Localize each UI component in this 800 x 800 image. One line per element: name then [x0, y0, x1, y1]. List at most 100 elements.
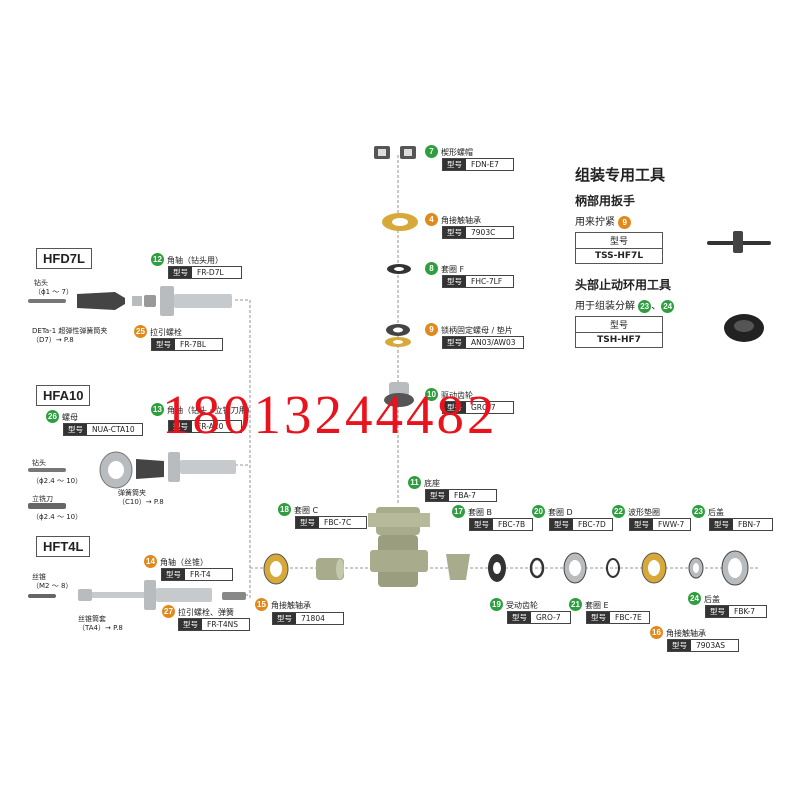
part-14-badge: 14: [144, 555, 157, 568]
endmill-range: （ϕ2.4 ～ 10）: [32, 513, 83, 521]
drive-gear-image: [384, 382, 414, 407]
part-22-label: 波形垫圈: [628, 508, 660, 517]
angle-shaft-t4-image: [144, 580, 212, 610]
drill2-range: （ϕ2.4 ～ 10）: [32, 477, 83, 485]
bearing-71804-image: [263, 553, 289, 585]
part-10-label: 驱动齿轮: [441, 391, 473, 400]
collar-e-image: [563, 552, 587, 584]
spring-collet-label: 弹簧筒夹: [118, 489, 146, 497]
deta-label: DETa-1 超弹性弹簧筒夹: [32, 327, 108, 335]
part-21-label: 套圈 E: [585, 601, 609, 610]
part-17-label: 套圈 B: [468, 508, 493, 517]
part-9-badge: 9: [425, 323, 438, 336]
tap-range: （M2 ～ 8）: [32, 582, 73, 590]
bearing-7903as-image: [641, 552, 667, 584]
rear-cover-fbn-image: [688, 557, 704, 579]
pull-bolt-small-image: [132, 295, 156, 307]
part-27-label: 拉引螺栓、弹簧: [178, 608, 234, 617]
part-14-label: 角轴（丝锥）: [160, 558, 208, 567]
part-8-badge: 8: [425, 262, 438, 275]
collar-d-image: [529, 557, 545, 579]
part-4-badge: 4: [425, 213, 438, 226]
drill-range: （ϕ1 ～ 7）: [34, 288, 73, 296]
stop-ring-tool-image: [724, 314, 764, 342]
part-23-badge: 23: [692, 505, 705, 518]
part-12-badge: 12: [151, 253, 164, 266]
part-7-badge: 7: [425, 145, 438, 158]
handle-tool-desc: 用来拧紧 9: [575, 213, 632, 229]
part-23-label: 后盖: [708, 508, 724, 517]
drill2-image: [28, 468, 66, 472]
part-18-label: 套圈 C: [294, 506, 319, 515]
collar-c-image: [316, 558, 344, 580]
nut-image: [99, 451, 133, 489]
collar-f-image: [387, 264, 411, 274]
part-25-badge: 25: [134, 325, 147, 338]
part-20-label: 套圈 D: [548, 508, 573, 517]
part-16-badge: 16: [650, 626, 663, 639]
section-hfd7l-title: HFD7L: [36, 248, 92, 269]
lock-nut-image: [385, 324, 411, 347]
angle-shaft-d7l-image: [160, 286, 232, 316]
head-tool-ref-badge-24: 24: [661, 299, 675, 313]
handle-tool-title: 柄部用扳手: [575, 194, 636, 208]
spring-collet-ref: （C10）→ P.8: [118, 498, 164, 506]
part-7-label: 楔形螺帽: [441, 148, 473, 157]
angle-shaft-a10-image: [168, 452, 236, 482]
collar-b-image: [446, 554, 470, 580]
head-tool-desc: 用于组装分解 23、24: [575, 297, 675, 313]
part-24-label: 后盖: [704, 595, 720, 604]
handle-tool-ref-badge: 9: [618, 215, 632, 229]
tap-image: [28, 594, 56, 598]
part-16-label: 角接触轴承: [666, 629, 706, 638]
wave-washer-image: [606, 558, 620, 578]
part-9-label: 锁柄固定螺母 / 垫片: [441, 326, 513, 335]
head-tool-ref-badge-23: 23: [638, 299, 652, 313]
endmill-image: [28, 503, 66, 509]
endmill-label: 立铣刀: [32, 495, 53, 503]
part-19-label: 受动齿轮: [506, 601, 538, 610]
deta-collet-image: [77, 292, 125, 310]
part-24-badge: 24: [688, 592, 701, 605]
wedge-nut-image: [374, 146, 416, 159]
pull-bolt-spring-image: [222, 592, 246, 600]
handle-wrench-image: [707, 231, 771, 253]
part-8-label: 套圈 F: [441, 265, 465, 274]
bearing-7903c-image: [382, 213, 418, 231]
deta-ref: （D7）→ P.8: [32, 336, 74, 344]
part-12-label: 角轴（钻头用）: [167, 256, 223, 265]
drill-image: [28, 299, 66, 303]
drill2-label: 钻头: [32, 459, 46, 467]
rear-cover-fbk-image: [721, 550, 749, 586]
part-26-label: 螺母: [62, 413, 78, 422]
part-25-label: 拉引螺栓: [150, 328, 182, 337]
part-10-badge: 10: [425, 388, 438, 401]
part-4-label: 角接触轴承: [441, 216, 481, 225]
drill-label: 钻头: [34, 279, 48, 287]
part-15-label: 角接触轴承: [271, 601, 311, 610]
handle-tool-table: 型号 TSS-HF7L: [575, 232, 663, 264]
driven-gear-image: [488, 554, 506, 582]
phone-watermark: 18013244482: [162, 384, 498, 445]
tap-collet-label: 丝锥筒套: [78, 615, 106, 623]
part-11-badge: 11: [408, 476, 421, 489]
tap-collet-ref: （TA4）→ P.8: [78, 624, 123, 632]
part-26-badge: 26: [46, 410, 59, 423]
part-13-badge: 13: [151, 403, 164, 416]
